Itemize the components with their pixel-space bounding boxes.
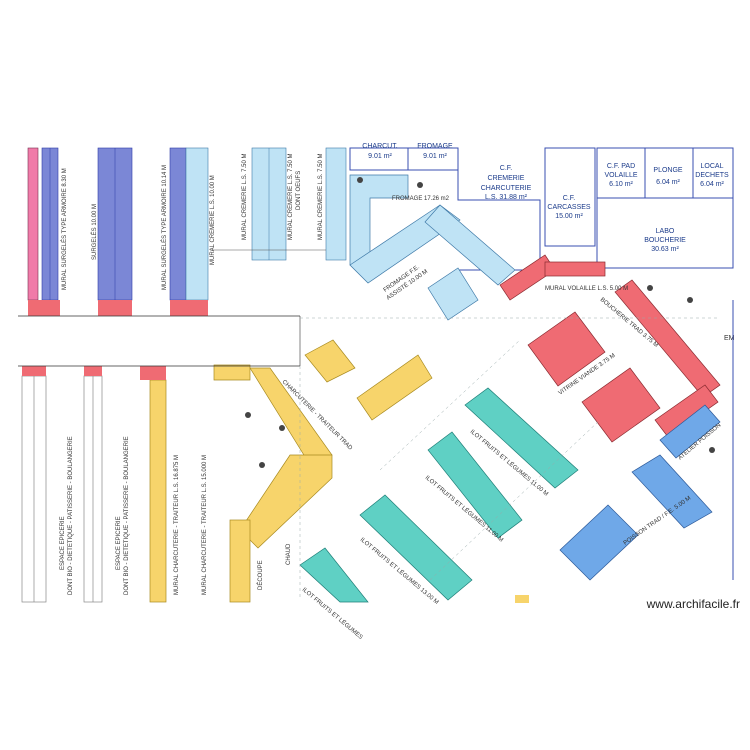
vt-cremerie-1000: MURAL CREMERIE L.S. 10.00 M <box>210 175 216 265</box>
local-l1: LOCAL <box>701 163 724 170</box>
cf-cremerie-l1: C.F. <box>500 165 513 172</box>
cf-pad-l1: C.F. PAD <box>607 163 635 170</box>
cremerie-mural-2 <box>325 147 347 261</box>
boucherie-counters <box>499 254 721 443</box>
vt-surgeles-armoire2: MURAL SURGELÉS TYPE ARMOIRE 10.14 M <box>161 165 168 290</box>
vt-bio-1: DONT BIO - DIETETIQUE - PATISSERIE - BOU… <box>68 436 74 595</box>
cf-pad-l2: VOLAILLE <box>604 172 637 179</box>
plonge-l1: PLONGE <box>653 167 683 174</box>
cf-cremerie-l4: L.S. 31.88 m² <box>485 194 528 201</box>
vt-charcuterie-1: MURAL CHARCUTERIE - TRAITEUR L.S. 16.875… <box>174 455 180 595</box>
vt-dont-oeufs: DONT OEUFS <box>296 171 302 210</box>
vt-cremerie-750b: MURAL CREMERIE L.S. 7.50 M <box>288 154 294 240</box>
pink-fixture <box>27 147 39 301</box>
cf-cremerie-l2: CREMERIE <box>488 175 525 182</box>
room-charcut-label: CHARCUT. <box>362 143 397 150</box>
dl-decoupe: DÉCOUPE <box>257 560 264 590</box>
dl-mural-volaille: MURAL VOLAILLE L.S. 5.00 M <box>545 286 628 292</box>
fruits-legumes-islands <box>299 387 579 603</box>
watermark: www.archifacile.fr <box>646 597 740 611</box>
charcuterie-counters <box>149 339 433 603</box>
room-fromage-area: 9.01 m² <box>423 153 447 160</box>
vt-cremerie-750a: MURAL CREMERIE L.S. 7.50 M <box>242 154 248 240</box>
dl-chaud: CHAUD <box>286 543 292 565</box>
poisson-counters <box>559 404 721 581</box>
surgeles-armoire2-fixture <box>169 147 187 301</box>
dl-em: EM <box>724 335 735 342</box>
vt-charcuterie-2: MURAL CHARCUTERIE - TRAITEUR L.S. 15.000… <box>202 455 208 595</box>
local-l3: 6.04 m² <box>700 181 724 188</box>
local-l2: DECHETS <box>695 172 729 179</box>
cf-carcasses-l1: C.F. <box>563 195 576 202</box>
labo-l1: LABO <box>656 228 675 235</box>
cf-carcasses-l3: 15.00 m² <box>555 213 583 220</box>
vt-epicerie-1: ESPACE EPICERIE <box>60 516 66 570</box>
cf-cremerie-l3: CHARCUTERIE <box>481 185 532 192</box>
vt-surgeles-armoire: MURAL SURGELÉS TYPE ARMOIRE 8.30 M <box>61 168 68 290</box>
fromage-room-label: FROMAGE 17.26 m2 <box>392 196 450 202</box>
cf-pad-l3: 6.10 m² <box>609 181 633 188</box>
vt-epicerie-2: ESPACE EPICERIE <box>116 516 122 570</box>
labo-l3: 30.63 m² <box>651 246 679 253</box>
plonge-l2: 6.04 m² <box>656 179 680 186</box>
cf-carcasses-l2: CARCASSES <box>547 204 591 211</box>
labo-l2: BOUCHERIE <box>644 237 686 244</box>
vt-cremerie-750c: MURAL CREMERIE L.S. 7.50 M <box>318 154 324 240</box>
back-rooms <box>349 147 734 271</box>
room-charcut-area: 9.01 m² <box>368 153 392 160</box>
vt-surgeles: SURGELÉS 10.00 M <box>91 204 98 260</box>
room-fromage-label: FROMAGE <box>417 143 453 150</box>
fromage-counter <box>349 174 516 321</box>
vt-bio-2: DONT BIO - DIETETIQUE - PATISSERIE - BOU… <box>124 436 130 595</box>
